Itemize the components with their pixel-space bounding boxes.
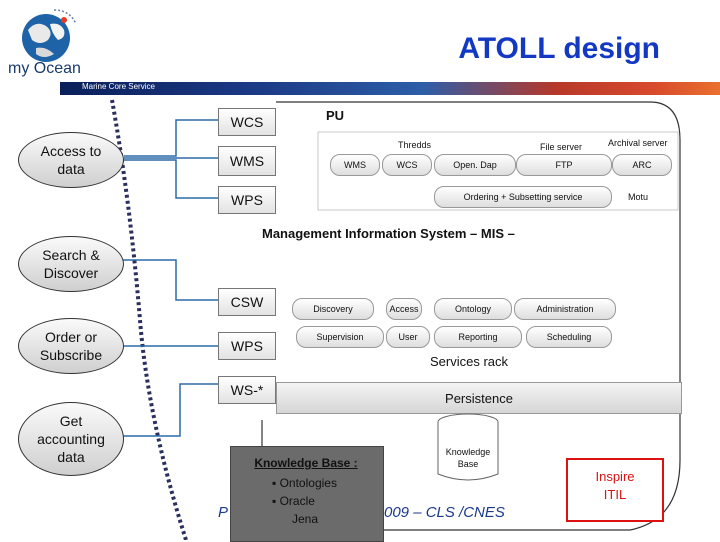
client-order-label: Order or Subscribe — [39, 329, 103, 363]
mis-reporting-pill[interactable]: Reporting — [434, 326, 522, 348]
knowledge-base-label: Knowledge Base — [445, 447, 491, 469]
pu-wms-label: WMS — [344, 160, 366, 170]
mis-access-label: Access — [389, 304, 419, 314]
service-ws-label: WS-* — [230, 382, 264, 398]
knowledge-base-overlay-box — [230, 446, 384, 542]
pu-wcs-label: WCS — [396, 160, 418, 170]
service-wps-bottom[interactable]: WPS — [218, 332, 276, 360]
mis-discovery-label: Discovery — [313, 304, 353, 314]
pu-ftp-label: FTP — [555, 160, 573, 170]
client-boundary-dotted-line — [110, 99, 188, 540]
pu-opendap-pill[interactable]: Open. Dap — [434, 154, 516, 176]
service-wms-label: WMS — [229, 153, 265, 169]
pu-arc-label: ARC — [632, 160, 652, 170]
itil-line: ITIL — [603, 487, 627, 502]
services-rack-label: Services rack — [430, 354, 509, 369]
mis-administration-label: Administration — [536, 304, 594, 314]
service-wcs-label: WCS — [230, 114, 264, 130]
mis-title: Management Information System – MIS – — [262, 226, 515, 241]
mis-user-pill[interactable]: User — [386, 326, 430, 348]
client-search-discover[interactable]: Search & Discover — [18, 236, 124, 292]
client-access-label: Access to data — [40, 143, 102, 177]
mis-supervision-label: Supervision — [316, 332, 364, 342]
inspire-line: Inspire — [595, 469, 635, 484]
pu-label: PU — [326, 108, 345, 123]
service-wcs[interactable]: WCS — [218, 108, 276, 136]
mis-reporting-label: Reporting — [458, 332, 498, 342]
kb-item-jena: Jena — [292, 512, 319, 526]
kb-item-ontologies-text: Ontologies — [279, 476, 337, 490]
pu-group-frame — [317, 131, 679, 211]
mis-ontology-pill[interactable]: Ontology — [434, 298, 512, 320]
client-get-accounting[interactable]: Get accounting data — [18, 402, 124, 476]
pu-opendap-label: Open. Dap — [453, 160, 497, 170]
service-ws[interactable]: WS-* — [218, 376, 276, 404]
mis-scheduling-label: Scheduling — [546, 332, 592, 342]
service-wps-bottom-label: WPS — [231, 338, 263, 354]
service-csw-label: CSW — [230, 294, 264, 310]
service-csw[interactable]: CSW — [218, 288, 276, 316]
myocean-globe-logo — [22, 9, 77, 62]
client-access-to-data[interactable]: Access to data — [18, 132, 124, 188]
footer-left-fragment: P — [218, 504, 229, 521]
mis-user-label: User — [398, 332, 418, 342]
file-server-label: File server — [540, 142, 583, 152]
mis-supervision-pill[interactable]: Supervision — [296, 326, 384, 348]
client-search-label: Search & Discover — [42, 247, 100, 281]
inspire-itil-box: Inspire ITIL — [566, 458, 664, 522]
mis-scheduling-pill[interactable]: Scheduling — [526, 326, 612, 348]
pu-arc-pill[interactable]: ARC — [612, 154, 672, 176]
kb-item-oracle-text: Oracle — [279, 494, 315, 508]
ordering-subsetting-label: Ordering + Subsetting service — [463, 192, 583, 202]
marine-core-service-banner: Marine Core Service — [60, 82, 720, 95]
banner-label: Marine Core Service — [82, 82, 155, 91]
ordering-subsetting-pill[interactable]: Ordering + Subsetting service — [434, 186, 612, 208]
pu-wms-pill[interactable]: WMS — [330, 154, 380, 176]
client-order-subscribe[interactable]: Order or Subscribe — [18, 318, 124, 374]
service-wms[interactable]: WMS — [218, 146, 276, 176]
slide-title: ATOLL design — [458, 32, 660, 65]
mis-ontology-label: Ontology — [454, 304, 492, 314]
persistence-label: Persistence — [445, 390, 513, 406]
pu-wcs-pill[interactable]: WCS — [382, 154, 432, 176]
connector-search-csw — [108, 259, 218, 301]
mis-discovery-pill[interactable]: Discovery — [292, 298, 374, 320]
pu-ftp-pill[interactable]: FTP — [516, 154, 612, 176]
knowledge-base-box-title: Knowledge Base : — [254, 456, 358, 470]
connector-access-wps — [124, 159, 218, 199]
footer-right-fragment: 009 – CLS /CNES — [384, 504, 505, 521]
thredds-label: Thredds — [398, 140, 432, 150]
archival-server-label: Archival server — [608, 138, 668, 148]
mis-administration-pill[interactable]: Administration — [514, 298, 616, 320]
knowledge-base-cylinder[interactable] — [436, 412, 500, 486]
connector-accounting-ws — [108, 383, 218, 437]
myocean-logo-text: my Ocean — [8, 60, 81, 77]
kb-item-ontologies: ▪ Ontologies — [272, 476, 337, 490]
mis-access-pill[interactable]: Access — [386, 298, 422, 320]
connector-access-wcs — [124, 119, 218, 157]
client-accounting-label: Get accounting data — [37, 413, 105, 465]
kb-item-oracle: ▪ Oracle — [272, 494, 315, 508]
service-wps-top[interactable]: WPS — [218, 186, 276, 214]
service-wps-top-label: WPS — [231, 192, 263, 208]
motu-label: Motu — [628, 192, 649, 202]
persistence-bar[interactable]: Persistence — [276, 382, 682, 414]
